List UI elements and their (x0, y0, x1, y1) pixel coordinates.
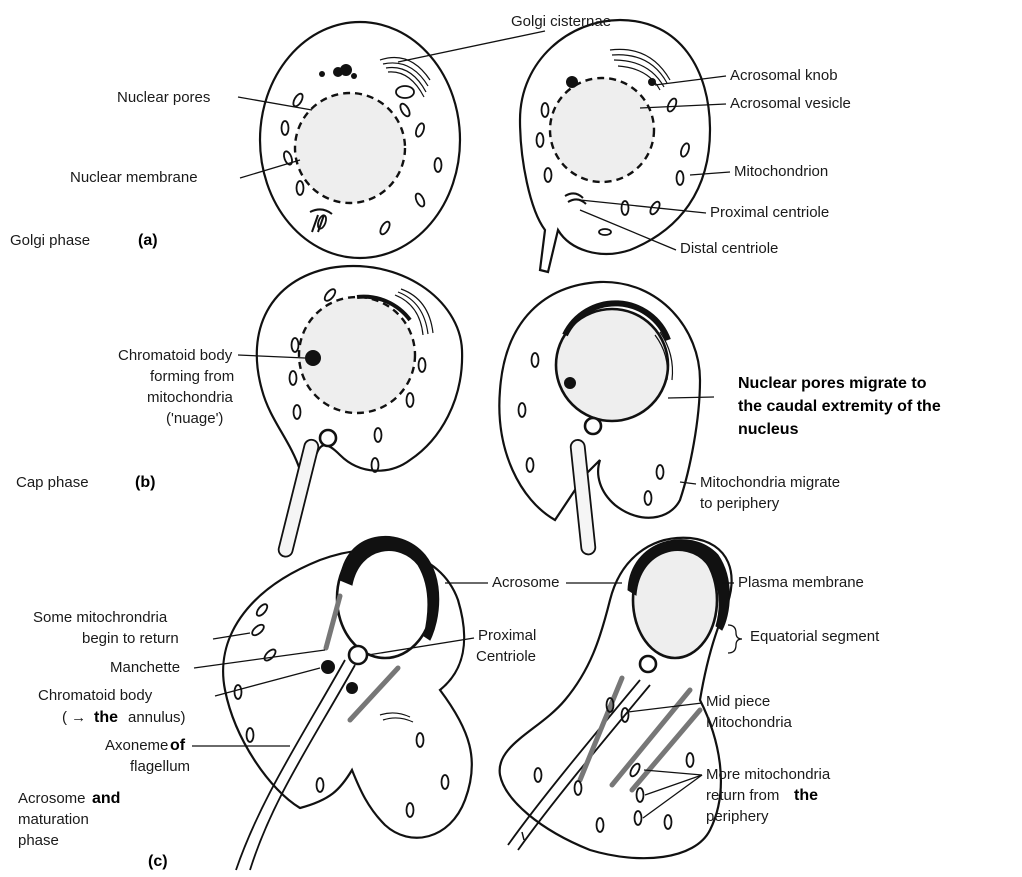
dark-granule (566, 76, 578, 88)
flagellum (277, 438, 320, 558)
phase-name-acro-1b: and (92, 790, 120, 807)
golgi-phase-cell-2 (520, 20, 710, 272)
proximal-centriole-ring (640, 656, 656, 672)
label-acrosomal-knob: Acrosomal knob (730, 67, 838, 84)
cap-phase-cell-1 (257, 266, 462, 558)
label-some-mito-1: Some mitochrondria (33, 609, 168, 626)
label-more-mito-2a: return from (706, 787, 779, 804)
phase-letter-c: (c) (148, 853, 168, 870)
golgi-phase-labels: Golgi cisternae Nuclear pores Nuclear me… (10, 13, 851, 257)
label-some-mito-2: begin to return (82, 630, 179, 647)
label-axoneme-1: Axoneme (105, 737, 168, 754)
label-mid-piece-1: Mid piece (706, 693, 770, 710)
label-more-mito-2b: the (794, 787, 818, 804)
label-nuclear-pores-migrate-2: the caudal extremity of the (738, 398, 941, 415)
chromatoid-body (564, 377, 576, 389)
axoneme (508, 680, 640, 845)
acrosome-phase-cell-1 (223, 536, 472, 870)
centriole-ring (320, 430, 336, 446)
manchette-strand (326, 596, 340, 648)
phase-name-acro-2: maturation (18, 811, 89, 828)
phase-name-golgi: Golgi phase (10, 232, 90, 249)
chromatoid-body (321, 660, 335, 674)
phase-letter-b: (b) (135, 474, 155, 491)
phase-name-acro-1: Acrosome (18, 790, 86, 807)
label-distal-centriole: Distal centriole (680, 240, 778, 257)
label-nuclear-membrane: Nuclear membrane (70, 169, 198, 186)
label-chromatoid-body-3: mitochondria (147, 389, 234, 406)
cap-phase-labels: Chromatoid body forming from mitochondri… (16, 347, 941, 512)
label-golgi-cisternae: Golgi cisternae (511, 13, 611, 30)
flagellum (570, 439, 596, 555)
cap-phase-cell-2 (499, 282, 700, 555)
residual-golgi (380, 713, 413, 722)
label-chromatoid-c1: Chromatoid body (38, 687, 153, 704)
label-chromatoid-c2c: annulus) (128, 709, 186, 726)
label-plasma-membrane: Plasma membrane (738, 574, 864, 591)
dark-granules (319, 64, 357, 79)
label-more-mito-1: More mitochondria (706, 766, 831, 783)
label-axoneme-2: flagellum (130, 758, 190, 775)
golgi-cisternae-shape (380, 58, 430, 99)
label-acrosomal-vesicle: Acrosomal vesicle (730, 95, 851, 112)
chromatoid-body (305, 350, 321, 366)
label-acrosome: Acrosome (492, 574, 560, 591)
label-nuclear-pores: Nuclear pores (117, 89, 210, 106)
label-proximal-centriole-c1: Proximal (478, 627, 536, 644)
label-equatorial-segment: Equatorial segment (750, 628, 880, 645)
phase-name-cap: Cap phase (16, 474, 89, 491)
label-chromatoid-body-4: ('nuage') (166, 410, 223, 427)
golgi-phase-cell-1 (260, 22, 460, 258)
label-proximal-centriole-c2: Centriole (476, 648, 536, 665)
phase-name-acro-3: phase (18, 832, 59, 849)
label-proximal-centriole: Proximal centriole (710, 204, 829, 221)
label-chromatoid-c2a: ( → (62, 709, 86, 726)
nucleus (550, 78, 654, 182)
proximal-centriole-ring (349, 646, 367, 664)
label-manchette: Manchette (110, 659, 180, 676)
label-nuclear-pores-migrate-1: Nuclear pores migrate to (738, 375, 927, 392)
axoneme (236, 660, 345, 870)
label-chromatoid-body: Chromatoid body (118, 347, 233, 364)
label-nuclear-pores-migrate-3: nucleus (738, 421, 799, 438)
label-mitochondrion: Mitochondrion (734, 163, 828, 180)
centriole-ring (585, 418, 601, 434)
label-mid-piece-2: Mitochondria (706, 714, 793, 731)
label-chromatoid-c2b: the (94, 709, 118, 726)
equatorial-brace (728, 625, 742, 653)
label-mito-migrate-1: Mitochondria migrate (700, 474, 840, 491)
label-more-mito-3: periphery (706, 808, 769, 825)
label-axoneme-1b: of (170, 737, 186, 754)
proximal-centriole-shape (565, 193, 583, 198)
label-mito-migrate-2: to periphery (700, 495, 780, 512)
phase-letter-a: (a) (138, 232, 158, 249)
label-chromatoid-body-2: forming from (150, 368, 234, 385)
